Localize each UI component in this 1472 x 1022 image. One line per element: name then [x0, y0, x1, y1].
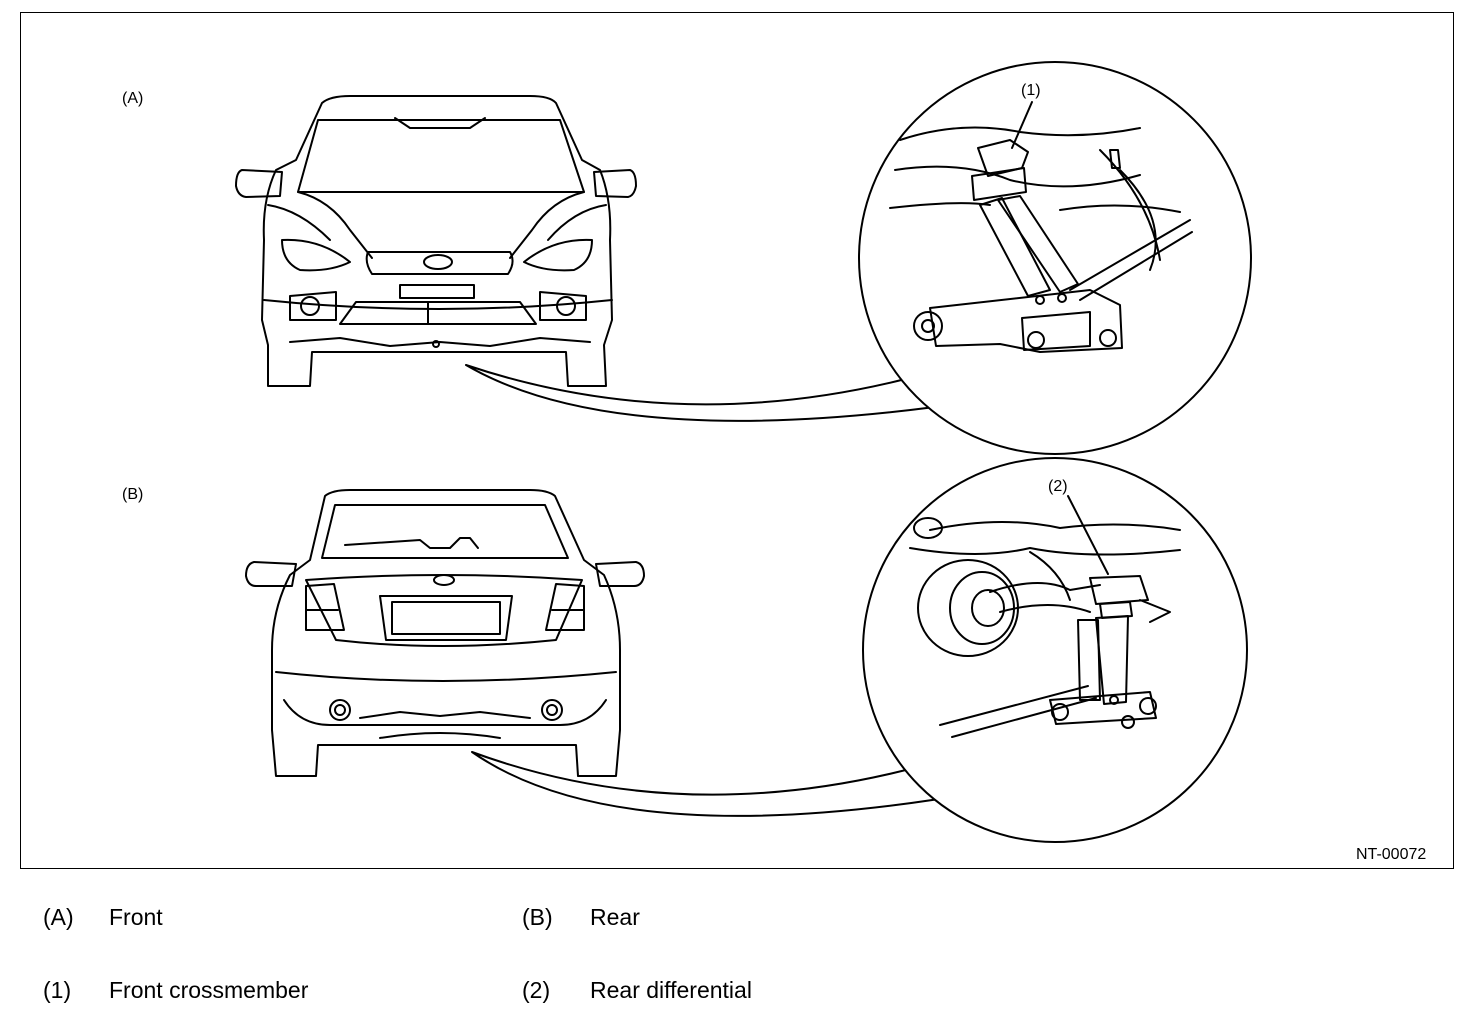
view-front-label: (A)	[122, 90, 144, 107]
figure-frame	[20, 12, 1454, 869]
callout-rear-label: (2)	[1048, 478, 1068, 495]
car-front-icon	[235, 95, 637, 387]
view-rear-label: (B)	[122, 486, 144, 503]
callout-front-label: (1)	[1021, 82, 1041, 99]
legend-text: Front	[109, 904, 163, 930]
rear-differential-detail	[862, 457, 1248, 843]
car-rear-icon	[245, 489, 645, 777]
legend-text: Rear differential	[590, 977, 752, 1003]
legend-code: (A)	[43, 904, 74, 930]
legend-code: (2)	[522, 977, 551, 1003]
figure-id: NT-00072	[1356, 846, 1427, 863]
legend-code: (1)	[43, 977, 72, 1003]
legend-code: (B)	[522, 904, 553, 930]
front-crossmember-detail	[858, 61, 1252, 455]
legend-text: Front crossmember	[109, 977, 309, 1003]
legend-text: Rear	[590, 904, 640, 930]
